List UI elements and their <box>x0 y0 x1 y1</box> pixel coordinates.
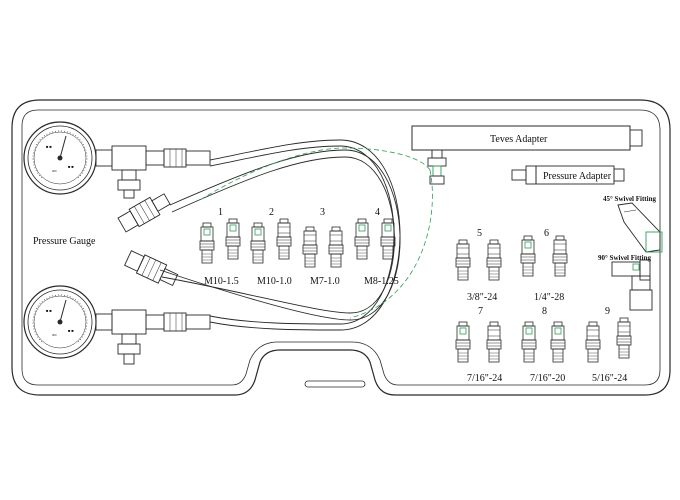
group-size-8: 7/16"-20 <box>530 373 565 384</box>
group-size-7: 7/16"-24 <box>467 373 502 384</box>
group-number-5: 5 <box>477 228 482 239</box>
fittings-group-1 <box>199 218 241 264</box>
case-outline <box>11 99 671 396</box>
group-size-9: 5/16"-24 <box>592 373 627 384</box>
swivel-90-label: 90° Swivel Fitting <box>598 254 651 262</box>
pressure-gauge-top <box>23 121 211 199</box>
hose-connector-mid <box>124 250 179 287</box>
group-size-4: M8-1.25 <box>364 276 399 287</box>
group-number-3: 3 <box>320 207 325 218</box>
swivel-45-label: 45° Swivel Fitting <box>603 195 656 203</box>
fittings-group-2 <box>250 218 292 264</box>
pressure-adapter-label: Pressure Adapter <box>543 171 612 182</box>
pressure-adapter <box>511 165 625 185</box>
fittings-group-6 <box>520 235 568 277</box>
group-number-4: 4 <box>375 207 380 218</box>
fittings-group-7 <box>455 321 502 363</box>
pressure-gauge-label: Pressure Gauge <box>33 236 96 247</box>
case-inner-outline <box>21 109 661 386</box>
teves-adapter-label: Teves Adapter <box>490 134 548 145</box>
teves-adapter <box>411 125 643 185</box>
group-number-2: 2 <box>269 207 274 218</box>
group-size-6: 1/4"-28 <box>534 292 564 303</box>
case-handle-slot <box>304 380 366 388</box>
pressure-gauge-bottom <box>23 285 211 365</box>
swivel-fitting-90 <box>611 259 653 311</box>
group-number-1: 1 <box>218 207 223 218</box>
group-size-2: M10-1.0 <box>257 276 292 287</box>
group-size-1: M10-1.5 <box>204 276 239 287</box>
group-number-8: 8 <box>542 306 547 317</box>
group-size-5: 3/8"-24 <box>467 292 497 303</box>
group-number-6: 6 <box>544 228 549 239</box>
fittings-group-9 <box>585 317 632 363</box>
swivel-fitting-45 <box>617 202 663 253</box>
group-number-9: 9 <box>605 306 610 317</box>
group-size-3: M7-1.0 <box>310 276 340 287</box>
fittings-group-3 <box>302 226 344 268</box>
fittings-group-4 <box>354 218 396 260</box>
hose-connector-top <box>117 193 171 233</box>
fittings-group-8 <box>521 321 566 363</box>
fittings-group-5 <box>455 239 502 281</box>
group-number-7: 7 <box>478 306 483 317</box>
